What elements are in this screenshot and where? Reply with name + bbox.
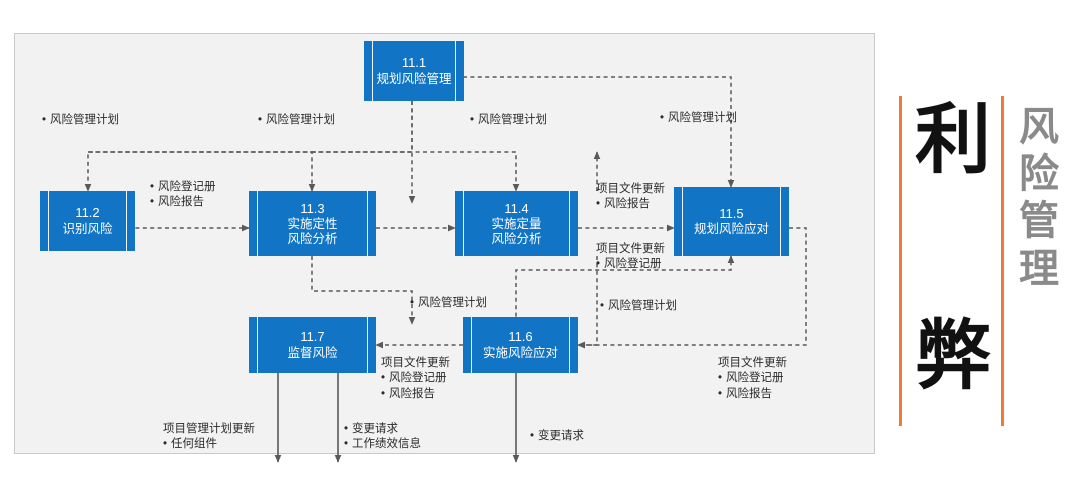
- label-bullet: 变更请求: [530, 429, 584, 444]
- box-frame: [463, 191, 570, 256]
- process-number: 11.3: [300, 200, 325, 216]
- label-risk-mgmt-plan-4: 风险管理计划: [660, 111, 737, 126]
- label-doc-updates-report: 项目文件更新 风险报告: [596, 182, 665, 213]
- label-bullet: 风险报告: [596, 197, 665, 212]
- vertical-title-char: 理: [1019, 245, 1059, 292]
- label-register-and-report: 风险登记册 风险报告: [150, 180, 216, 211]
- process-number: 11.6: [508, 329, 533, 345]
- process-box-11-7[interactable]: 11.7 监督风险: [249, 317, 376, 373]
- label-bullet: 风险登记册: [150, 180, 216, 195]
- box-frame: [257, 191, 368, 256]
- label-change-requests: 变更请求: [530, 429, 584, 444]
- label-bullet: 风险管理计划: [42, 113, 119, 128]
- box-frame: [257, 317, 368, 373]
- process-number: 11.5: [719, 205, 744, 221]
- label-bullet: 风险登记册: [381, 371, 450, 386]
- vertical-title-char: 险: [1019, 151, 1059, 198]
- process-number: 11.1: [401, 55, 427, 71]
- process-name: 识别风险: [62, 221, 113, 236]
- process-name-line1: 实施定量: [491, 216, 542, 231]
- label-bullet: 风险报告: [150, 195, 216, 210]
- label-risk-mgmt-plan-6: 风险管理计划: [600, 299, 677, 314]
- process-box-11-6[interactable]: 11.6 实施风险应对: [463, 317, 578, 373]
- label-bullet: 风险报告: [718, 387, 787, 402]
- box-frame: [48, 191, 127, 251]
- label-header: 项目文件更新: [596, 243, 665, 255]
- process-box-11-4[interactable]: 11.4 实施定量 风险分析: [455, 191, 578, 256]
- label-header: 项目文件更新: [381, 357, 450, 369]
- process-number: 11.7: [300, 329, 325, 345]
- label-bullet: 风险管理计划: [258, 113, 335, 128]
- process-name: 实施风险应对: [482, 345, 558, 360]
- label-doc-updates-register: 项目文件更新 风险登记册: [596, 242, 665, 273]
- process-box-11-5[interactable]: 11.5 规划风险应对: [674, 187, 789, 256]
- label-doc-updates-center: 项目文件更新 风险登记册 风险报告: [381, 356, 450, 402]
- vertical-title-char: 管: [1019, 198, 1059, 245]
- process-name-line2: 风险分析: [491, 231, 542, 246]
- big-char-li: 利: [915, 95, 991, 184]
- label-bullet: 风险登记册: [596, 257, 665, 272]
- label-header: 项目文件更新: [596, 183, 665, 195]
- label-risk-mgmt-plan-1: 风险管理计划: [42, 113, 119, 128]
- box-frame: [682, 187, 781, 256]
- process-name-line1: 实施定性: [287, 216, 338, 231]
- process-name: 规划风险应对: [693, 222, 769, 237]
- label-bullet: 任何组件: [163, 437, 255, 452]
- orange-rule-left: [899, 96, 902, 426]
- process-box-11-3[interactable]: 11.3 实施定性 风险分析: [249, 191, 376, 256]
- process-box-11-2[interactable]: 11.2 识别风险: [40, 191, 135, 251]
- label-risk-mgmt-plan-3: 风险管理计划: [470, 113, 547, 128]
- big-char-bi: 弊: [915, 311, 991, 400]
- process-name: 规划风险管理: [376, 71, 452, 86]
- label-risk-mgmt-plan-5: 风险管理计划: [410, 296, 487, 311]
- label-header: 项目文件更新: [718, 357, 787, 369]
- label-risk-mgmt-plan-2: 风险管理计划: [258, 113, 335, 128]
- vertical-title: 风 险 管 理: [1011, 104, 1067, 293]
- label-pm-plan-updates: 项目管理计划更新 任何组件: [163, 422, 255, 453]
- label-header: 项目管理计划更新: [163, 423, 255, 435]
- label-bullet: 变更请求: [344, 422, 421, 437]
- vertical-title-char: 风: [1019, 104, 1059, 150]
- process-name: 监督风险: [287, 345, 338, 360]
- orange-rule-right: [1001, 96, 1004, 426]
- process-name-line2: 风险分析: [287, 231, 338, 246]
- label-bullet: 风险管理计划: [660, 111, 737, 126]
- process-number: 11.4: [504, 200, 529, 216]
- label-bullet: 风险管理计划: [410, 296, 487, 311]
- box-frame: [372, 41, 456, 101]
- process-number: 11.2: [75, 205, 100, 221]
- label-bullet: 工作绩效信息: [344, 437, 421, 452]
- label-bullet: 风险管理计划: [470, 113, 547, 128]
- title-panel: 利 弊 风 险 管 理: [893, 96, 1073, 426]
- label-bullet: 风险登记册: [718, 371, 787, 386]
- label-change-requests-wpi: 变更请求 工作绩效信息: [344, 422, 421, 453]
- process-box-11-1[interactable]: 11.1 规划风险管理: [364, 41, 464, 101]
- box-frame: [471, 317, 570, 373]
- label-bullet: 风险报告: [381, 387, 450, 402]
- label-doc-updates-right: 项目文件更新 风险登记册 风险报告: [718, 356, 787, 402]
- label-bullet: 风险管理计划: [600, 299, 677, 314]
